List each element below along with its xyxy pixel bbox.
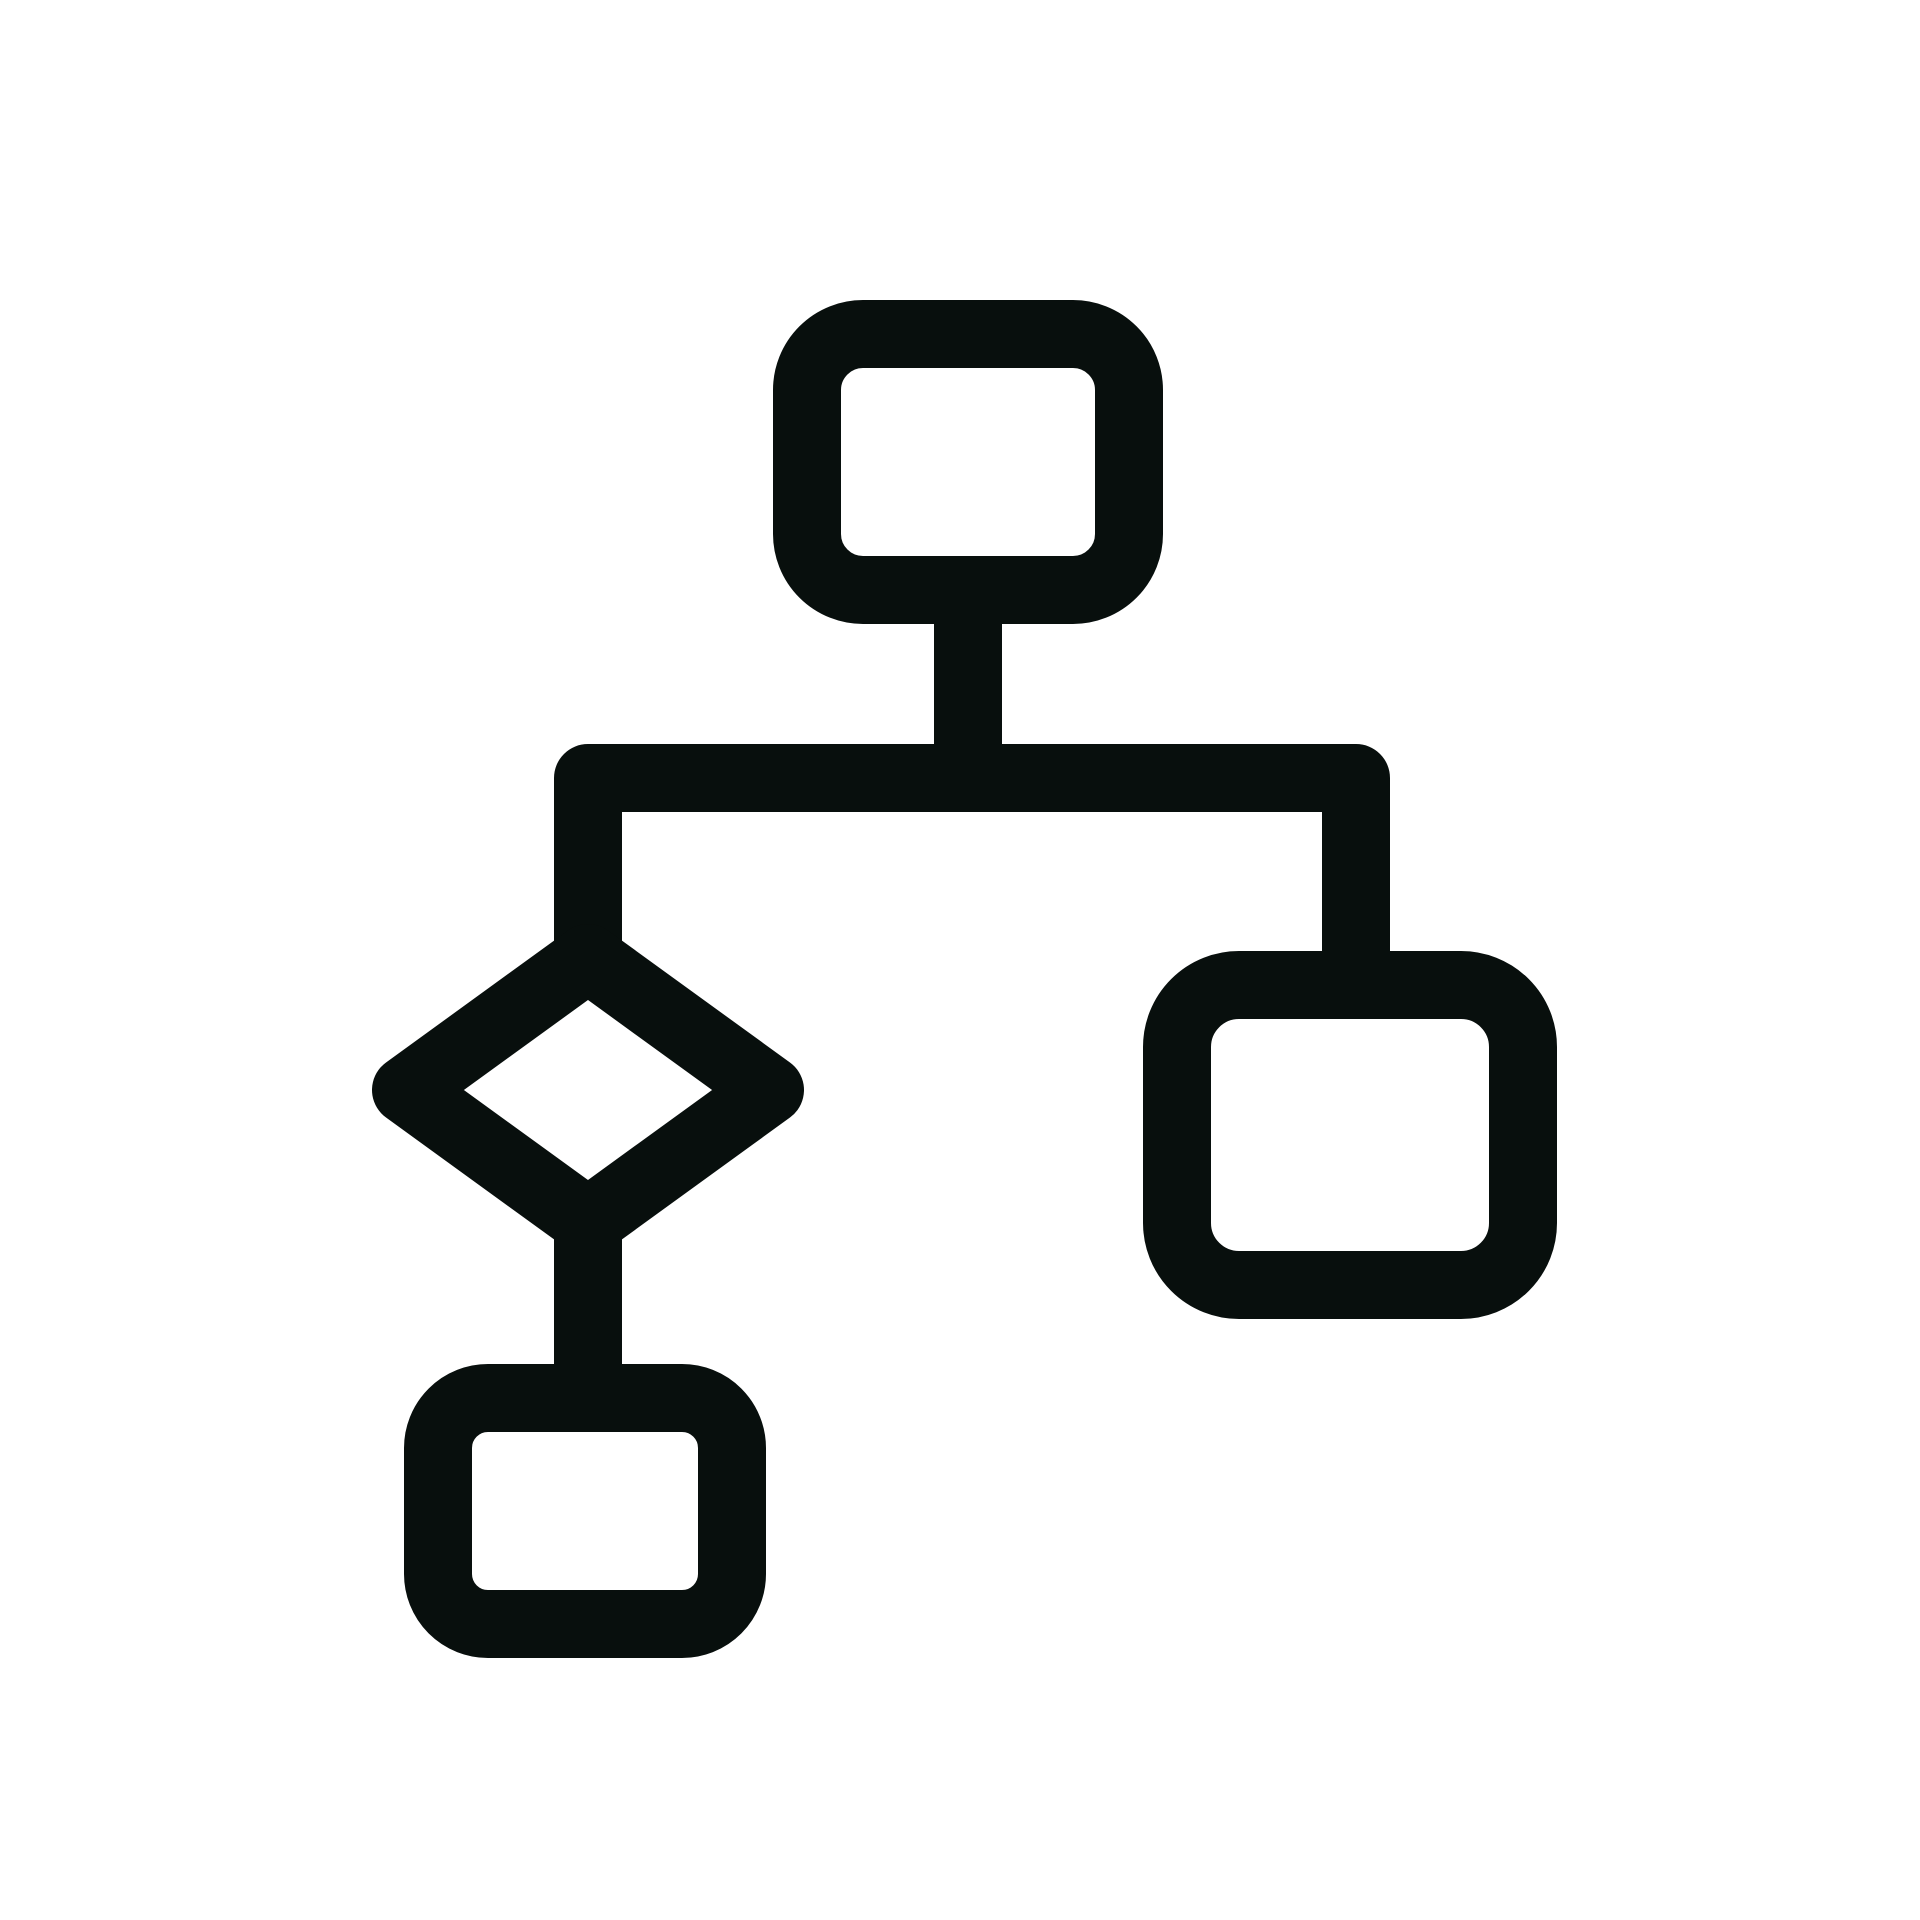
bottom-process-box (404, 1364, 766, 1658)
connector-branch-bar (554, 744, 1390, 985)
right-process-box (1143, 951, 1557, 1319)
decision-diamond (372, 924, 804, 1256)
top-process-box (773, 300, 1163, 624)
